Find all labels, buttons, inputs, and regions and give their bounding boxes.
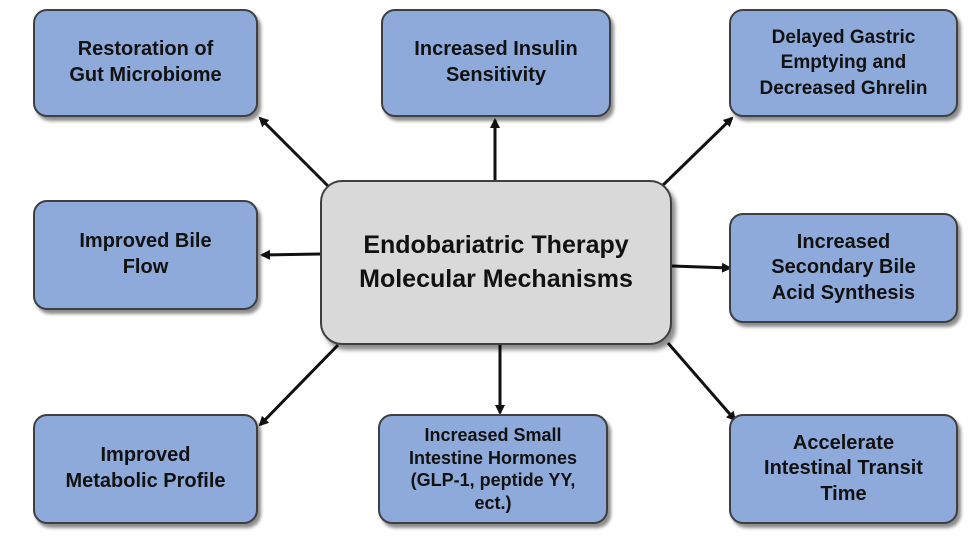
arrow-to-secondary-bile — [671, 262, 732, 273]
box-label: Delayed Gastric Emptying and Decreased G… — [759, 27, 928, 99]
box-label: Improved Metabolic Profile — [65, 444, 226, 492]
box-label: Accelerate Intestinal Transit Time — [764, 431, 923, 505]
arrow-to-metabolic — [258, 343, 340, 427]
box-restoration-gut-microbiome: Restoration of Gut Microbiome — [33, 9, 258, 117]
box-label: Improved Bile Flow — [79, 230, 212, 278]
box-label: Restoration of Gut Microbiome — [69, 38, 222, 86]
box-increased-insulin-sensitivity: Increased Insulin Sensitivity — [381, 9, 611, 117]
arrow-to-bile-flow — [260, 249, 321, 260]
box-label: Increased Insulin Sensitivity — [414, 38, 578, 86]
box-accelerate-intestinal-transit: Accelerate Intestinal Transit Time — [729, 414, 958, 524]
arrow-to-transit — [666, 342, 737, 422]
box-secondary-bile-acid-synthesis: Increased Secondary Bile Acid Synthesis — [729, 213, 958, 323]
box-label: Increased Secondary Bile Acid Synthesis — [771, 230, 916, 304]
box-delayed-gastric-emptying: Delayed Gastric Emptying and Decreased G… — [729, 9, 958, 117]
box-small-intestine-hormones: Increased Small Intestine Hormones (GLP-… — [378, 414, 608, 524]
center-label: Endobariatric Therapy Molecular Mechanis… — [359, 230, 633, 293]
box-label: Increased Small Intestine Hormones (GLP-… — [408, 425, 578, 513]
box-improved-bile-flow: Improved Bile Flow — [33, 200, 258, 310]
arrow-to-restoration — [258, 116, 332, 190]
center-box-mechanisms: Endobariatric Therapy Molecular Mechanis… — [320, 180, 672, 345]
arrow-to-gastric — [658, 116, 734, 190]
box-improved-metabolic-profile: Improved Metabolic Profile — [33, 414, 258, 524]
